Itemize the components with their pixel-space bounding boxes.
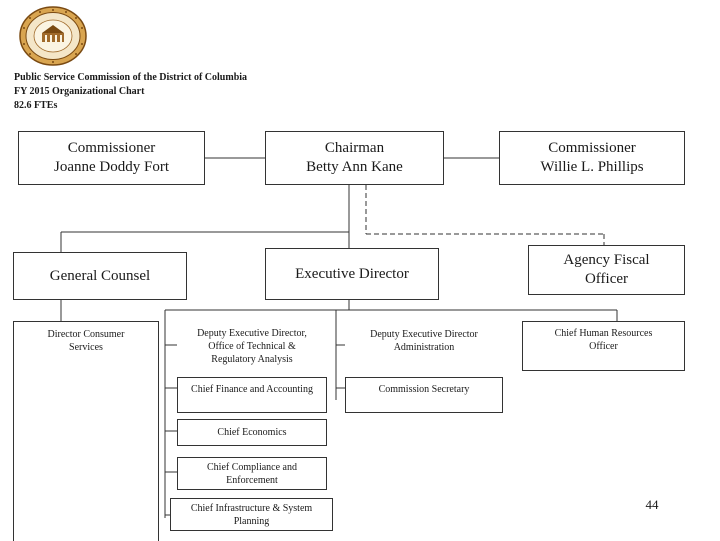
chief-hr-officer-box: Chief Human Resources Officer (522, 321, 685, 371)
chart-header: Public Service Commission of the Distric… (14, 71, 247, 113)
executive-director-label: Executive Director (295, 265, 409, 282)
fte-count: 82.6 FTEs (14, 100, 58, 111)
chairman-label: Chairman Betty Ann Kane (306, 140, 403, 175)
chief-finance-box: Chief Finance and Accounting (177, 377, 327, 413)
commissioner-fort-label: Commissioner Joanne Doddy Fort (54, 140, 169, 175)
commissioner-phillips-box: Commissioner Willie L. Phillips (499, 131, 685, 185)
commission-secretary-label: Commission Secretary (378, 384, 470, 395)
chief-economics-box: Chief Economics (177, 419, 327, 446)
deputy-ed-admin-box: Deputy Executive Director Administration (345, 324, 503, 364)
chief-compliance-label: Chief Compliance and Enforcement (207, 461, 297, 486)
general-counsel-box: General Counsel (13, 252, 187, 300)
general-counsel-label: General Counsel (49, 267, 151, 284)
chief-compliance-box: Chief Compliance and Enforcement (177, 457, 327, 490)
chart-subtitle: FY 2015 Organizational Chart (14, 86, 145, 97)
chairman-box: Chairman Betty Ann Kane (265, 131, 444, 185)
chief-infrastructure-label: Chief Infrastructure & System Planning (190, 502, 313, 527)
commissioner-fort-box: Commissioner Joanne Doddy Fort (18, 131, 205, 185)
agency-fiscal-officer-box: Agency Fiscal Officer (528, 245, 685, 295)
chief-finance-label: Chief Finance and Accounting (191, 384, 313, 395)
chief-economics-label: Chief Economics (217, 427, 287, 438)
seal-icon (19, 6, 87, 66)
commissioner-phillips-label: Commissioner Willie L. Phillips (540, 140, 644, 175)
deputy-ed-technical-box: Deputy Executive Director, Office of Tec… (177, 324, 327, 368)
agency-title: Public Service Commission of the Distric… (14, 72, 248, 83)
agency-fiscal-officer-label: Agency Fiscal Officer (563, 252, 650, 287)
page-number: 44 (645, 497, 659, 512)
chief-hr-officer-label: Chief Human Resources Officer (554, 328, 653, 352)
deputy-ed-technical-label: Deputy Executive Director, Office of Tec… (197, 327, 307, 365)
director-consumer-services-box: Director Consumer Services (13, 321, 159, 541)
deputy-ed-admin-label: Deputy Executive Director Administration (370, 329, 478, 353)
commission-secretary-box: Commission Secretary (345, 377, 503, 413)
chief-infrastructure-box: Chief Infrastructure & System Planning (170, 498, 333, 531)
executive-director-box: Executive Director (265, 248, 439, 300)
director-consumer-services-label: Director Consumer Services (47, 329, 125, 353)
